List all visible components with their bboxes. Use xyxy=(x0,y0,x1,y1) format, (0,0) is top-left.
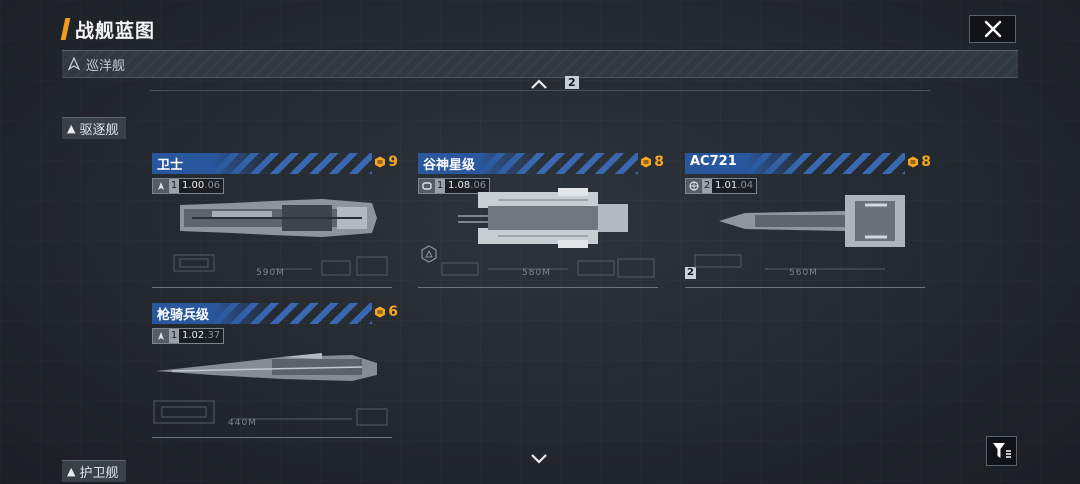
ship-stat-tag: 2 1.01.04 xyxy=(685,178,758,194)
hex-target-icon[interactable] xyxy=(420,245,438,263)
rocket-icon xyxy=(153,329,169,343)
ship-version: 1.02.37 xyxy=(179,329,224,343)
cost-hex-icon xyxy=(375,306,386,318)
version-minor: .06 xyxy=(204,180,221,191)
ship-silhouette-ceres xyxy=(458,188,628,248)
scroll-down-chevron-icon[interactable] xyxy=(530,452,548,464)
fuel-icon xyxy=(419,179,435,193)
blueprint-schematic xyxy=(694,254,885,270)
ship-stat-tag: 1 1.02.37 xyxy=(152,328,225,344)
category-cruiser-bar[interactable]: 巡洋舰 xyxy=(62,51,1018,78)
triangle-icon: ▲ xyxy=(67,465,76,478)
side-tab-frigate[interactable]: ▲ 护卫舰 xyxy=(62,460,127,482)
page-title: 战舰蓝图 xyxy=(75,20,156,42)
ship-cost: 8 xyxy=(640,154,664,170)
side-tab-destroyer[interactable]: ▲ 驱逐舰 xyxy=(62,117,127,139)
ship-level: 1 xyxy=(169,179,179,193)
version-main: 1.00 xyxy=(182,180,205,191)
cost-hex-icon xyxy=(908,156,919,168)
close-icon xyxy=(984,20,1001,38)
ship-length: 440M xyxy=(228,418,257,428)
card-baseline xyxy=(685,287,925,288)
ship-level: 1 xyxy=(435,179,445,193)
filter-button[interactable] xyxy=(986,436,1017,466)
cost-hex-icon xyxy=(375,156,386,168)
ship-version: 1.01.04 xyxy=(712,179,757,193)
blueprint-schematic xyxy=(173,254,388,276)
ship-cost: 9 xyxy=(374,154,398,170)
ship-name-bar xyxy=(152,153,372,174)
cost-value: 6 xyxy=(388,304,398,320)
ship-silhouette-lancer xyxy=(156,353,377,381)
ship-version: 1.00.06 xyxy=(179,179,224,193)
ship-length: 590M xyxy=(256,268,285,278)
ship-name: AC721 xyxy=(690,154,737,169)
scroll-up-chevron-icon[interactable] xyxy=(530,78,548,90)
ship-stat-tag: 1 1.08.06 xyxy=(418,178,491,194)
ship-length: 560M xyxy=(789,268,818,278)
ship-name: 枪骑兵级 xyxy=(157,308,210,323)
ship-name-bar xyxy=(152,303,372,324)
ship-card-guardian[interactable]: 卫士 9 1 1.00.06 590M xyxy=(152,153,398,293)
version-main: 1.08 xyxy=(448,180,471,191)
version-main: 1.01 xyxy=(715,180,738,191)
ship-version: 1.08.06 xyxy=(445,179,490,193)
card-baseline xyxy=(152,287,392,288)
version-main: 1.02 xyxy=(182,330,205,341)
cost-hex-icon xyxy=(641,156,652,168)
cost-value: 8 xyxy=(921,154,931,170)
ship-name: 谷神星级 xyxy=(423,158,476,173)
ship-level: 2 xyxy=(702,179,712,193)
filter-icon xyxy=(992,443,1011,458)
ship-name-bar xyxy=(418,153,638,174)
ship-silhouette-ac721 xyxy=(719,195,905,247)
top-ruler xyxy=(150,90,930,91)
rocket-icon xyxy=(153,179,169,193)
ship-cost: 8 xyxy=(907,154,931,170)
deco-number-badge: 2 xyxy=(685,267,696,279)
ship-card-ac721[interactable]: AC721 8 2 1.01.04 2 560M xyxy=(685,153,931,293)
ship-silhouette-guardian xyxy=(180,199,377,237)
ship-name-bar xyxy=(685,153,905,174)
ship-length: 580M xyxy=(522,268,551,278)
version-minor: .37 xyxy=(204,330,221,341)
up-arrow-icon xyxy=(68,57,80,71)
ship-name: 卫士 xyxy=(157,158,184,173)
blueprint-schematic xyxy=(153,400,388,426)
close-button[interactable] xyxy=(969,15,1016,43)
ship-card-ceres[interactable]: 谷神星级 8 1 1.08.06 580M xyxy=(418,153,664,293)
ship-level: 1 xyxy=(169,329,179,343)
category-label: 巡洋舰 xyxy=(86,59,126,74)
header-divider xyxy=(62,50,1018,51)
card-baseline xyxy=(152,437,392,438)
blueprint-schematic xyxy=(441,258,655,278)
deco-number-badge: 2 xyxy=(565,76,579,89)
side-tab-label: 驱逐舰 xyxy=(79,123,119,138)
side-tab-label: 护卫舰 xyxy=(79,466,119,481)
version-minor: .04 xyxy=(737,180,754,191)
card-baseline xyxy=(418,287,658,288)
globe-icon xyxy=(686,179,702,193)
cost-value: 9 xyxy=(388,154,398,170)
ship-cost: 6 xyxy=(374,304,398,320)
triangle-icon: ▲ xyxy=(67,122,76,135)
version-minor: .06 xyxy=(470,180,487,191)
ship-card-lancer[interactable]: 枪骑兵级 6 1 1.02.37 440M xyxy=(152,303,398,443)
cost-value: 8 xyxy=(654,154,664,170)
ship-stat-tag: 1 1.00.06 xyxy=(152,178,225,194)
